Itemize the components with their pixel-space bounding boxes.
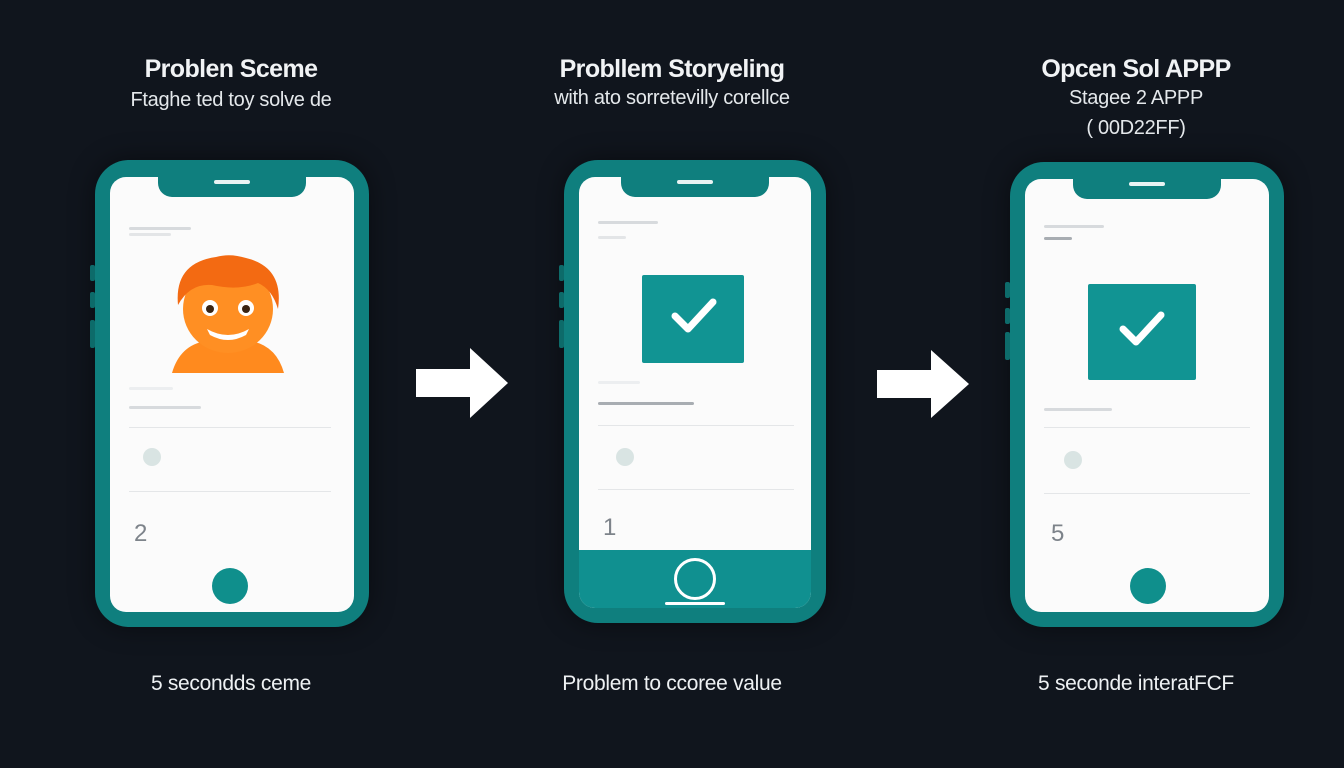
divider [129,427,331,428]
screen-number: 2 [134,520,148,547]
check-icon [1119,311,1165,346]
checkmark-card [1088,284,1196,380]
divider [129,491,331,492]
screen-number: 5 [1051,520,1065,547]
placeholder-line [598,381,640,384]
phone-screen: 1 [579,177,811,608]
speaker-icon [1129,182,1165,186]
divider [1044,493,1250,494]
phone-screen: 5 [1025,179,1269,612]
stage-title: Opcen Sol APPP [1041,55,1231,83]
placeholder-line [129,387,173,390]
placeholder-line [129,233,171,236]
stage-subtitle: Stagee 2 APPP [1069,87,1203,109]
phone-side-button [90,292,95,308]
speaker-icon [677,180,713,184]
arrow-right-icon [416,348,508,418]
phone-notch [158,177,306,197]
divider [1044,427,1250,428]
divider [598,425,794,426]
arrow-right-icon [877,350,969,418]
home-button [212,568,248,604]
stage-caption: 5 secondds ceme [150,672,312,695]
radio-dot [143,448,161,466]
check-icon [671,298,717,333]
home-indicator [665,602,725,605]
phone-notch [1073,179,1221,199]
phone-side-button [559,292,564,308]
placeholder-line [1044,225,1104,228]
stage-subtitle: Ftaghe ted toy solve de [130,89,332,111]
checkmark-card [642,275,744,363]
divider [598,489,794,490]
phone-side-button [559,320,564,348]
phone-mockup: 1 [559,160,826,623]
home-button [1130,568,1166,604]
stage-caption: 5 seconde interatFCF [1038,672,1234,695]
placeholder-line [1044,408,1112,411]
screen-number: 1 [603,514,617,541]
phone-mockup: 2 [90,160,369,627]
speaker-icon [214,180,250,184]
stage-subtitle: with ato sorretevilly corellce [554,87,790,109]
stage-caption: Problem to ccoree value [562,672,782,695]
placeholder-line [598,402,694,405]
bottom-action-bar [579,550,811,608]
radio-dot [616,448,634,466]
phone-side-button [90,320,95,348]
phone-side-button [1005,308,1010,324]
phone-side-button [559,265,564,281]
face-icon [172,255,284,373]
stage-open-solution-app: Opcen Sol APPP Stagee 2 APPP ( 00D22FF) … [956,0,1316,768]
stage-title: Problen Sceme [144,55,318,83]
placeholder-line [598,236,626,239]
phone-side-button [1005,332,1010,360]
placeholder-line [598,221,658,224]
stage-title: Probllem Storyeling [559,55,785,83]
stage-problem-scene: Problen Sceme Ftaghe ted toy solve de [51,0,411,768]
home-ring-icon [674,558,716,600]
phone-screen: 2 [110,177,354,612]
placeholder-line [1044,237,1072,240]
radio-dot [1064,451,1082,469]
phone-notch [621,177,769,197]
placeholder-line [129,227,191,230]
placeholder-line [129,406,201,409]
phone-side-button [90,265,95,281]
stage-problem-storytelling: Probllem Storyeling with ato sorretevill… [492,0,852,768]
phone-side-button [1005,282,1010,298]
stage-subtitle-code: ( 00D22FF) [1086,117,1186,139]
phone-mockup: 5 [1005,162,1284,627]
